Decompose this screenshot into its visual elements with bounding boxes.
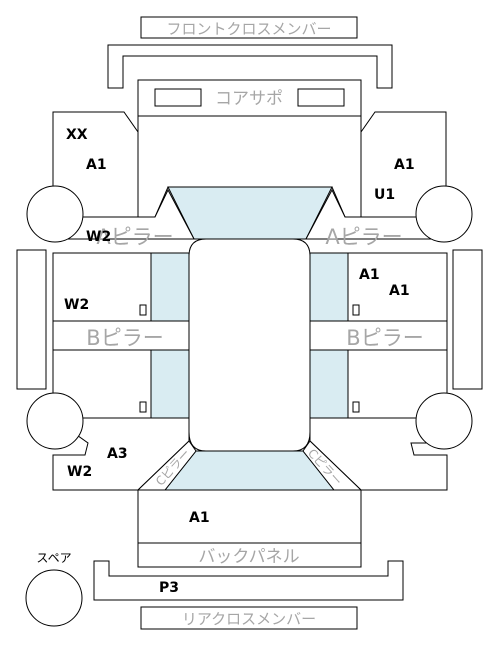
damage-code-left-front-door-w2: W2 [64,297,89,313]
b-pillar-right-label: Bピラー [346,326,423,350]
back-panel[interactable] [137,542,362,568]
rear-cross-member-label: リアクロスメンバー [182,610,316,628]
damage-code-left-rear-quarter-a3: A3 [107,446,128,462]
damage-code-right-front-door-a1-2: A1 [389,283,410,299]
a-pillar-left-label: Aピラー [96,225,173,249]
right-front-door-handle [352,304,360,316]
damage-code-trunk-a1: A1 [189,510,210,526]
left-rear-door-handle [139,401,147,413]
front-cross-member-label: フロントクロスメンバー [166,20,331,38]
b-pillar-right[interactable] [309,320,448,351]
damage-code-front-right-fender-u1: U1 [374,187,395,203]
b-pillar-left-label: Bピラー [86,326,163,350]
roof-panel[interactable] [188,238,311,452]
damage-code-front-right-fender-a1: A1 [394,157,415,173]
windshield-glass[interactable] [167,186,333,240]
damage-code-rear-cross-member-p3: P3 [159,580,179,596]
spare-label: スペア [36,551,71,565]
right-front-window-glass[interactable] [309,252,349,322]
rear-left-wheel[interactable] [26,392,84,450]
front-bumper-bracket[interactable] [107,44,393,89]
left-rear-window-glass[interactable] [150,349,190,419]
left-rear-quarter[interactable] [51,417,190,491]
b-pillar-left[interactable] [52,320,190,351]
front-right-wheel[interactable] [415,185,473,243]
back-panel-label: バックパネル [198,547,299,567]
left-front-window-glass[interactable] [150,252,190,322]
core-support-left-box[interactable] [154,88,202,107]
front-left-wheel[interactable] [26,185,84,243]
core-support-label: コアサポ [215,89,283,109]
damage-code-front-left-wheel-w2: W2 [86,229,111,245]
trunk-lid[interactable] [137,489,362,544]
rear-bumper-bracket[interactable] [93,560,404,601]
rear-right-wheel[interactable] [415,392,473,450]
right-rocker-panel[interactable] [452,249,483,390]
right-rear-door-handle [352,401,360,413]
front-cross-member-box[interactable] [140,16,358,39]
damage-code-front-left-fender-a1: A1 [86,157,107,173]
core-support-right-box[interactable] [297,88,345,107]
right-rear-window-glass[interactable] [309,349,349,419]
spare-tire[interactable] [25,569,83,627]
rear-cross-member-box[interactable] [140,606,358,630]
left-front-door-handle [139,304,147,316]
damage-code-front-left-fender-xx: XX [66,127,88,143]
damage-code-left-rear-quarter-w2: W2 [67,464,92,480]
damage-code-right-front-door-a1-1: A1 [359,267,380,283]
a-pillar-right-label: Aピラー [325,225,402,249]
left-rocker-panel[interactable] [16,249,47,390]
